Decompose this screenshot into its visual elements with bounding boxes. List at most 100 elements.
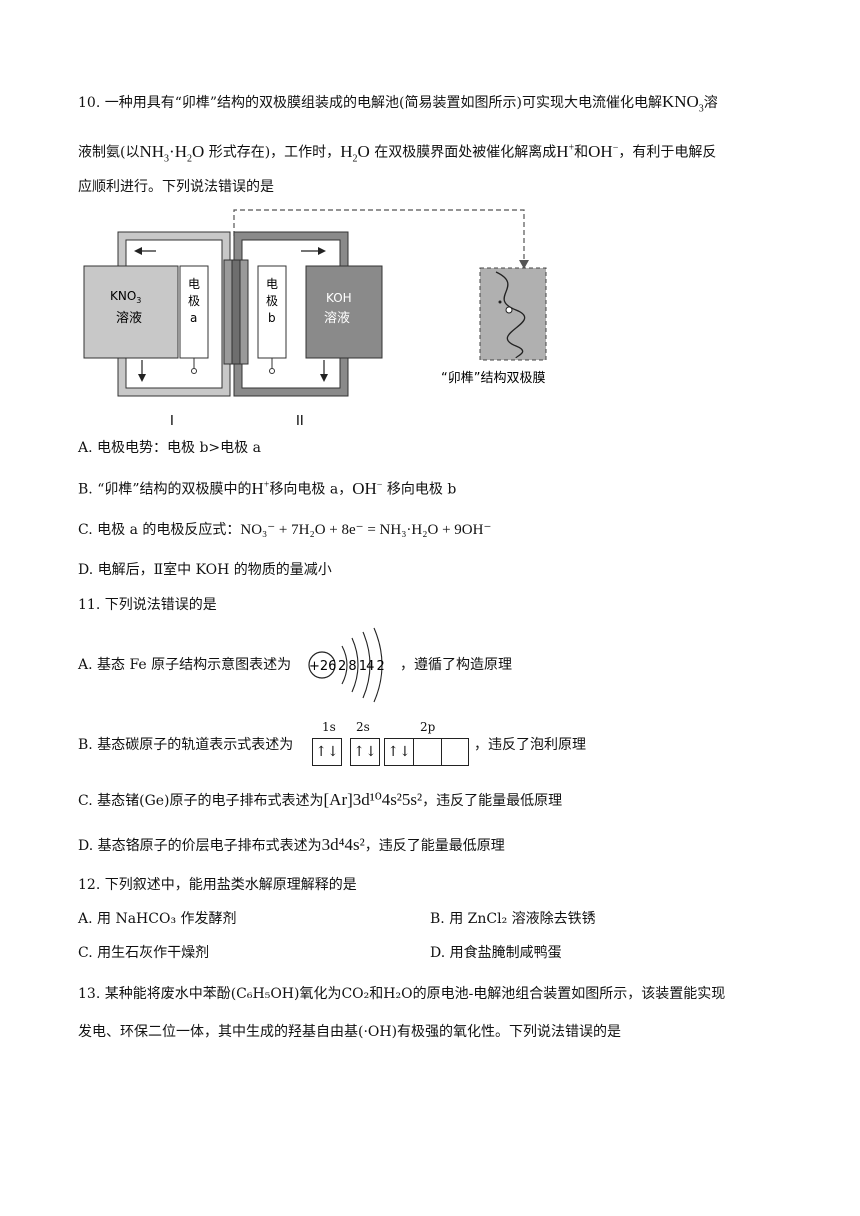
right-solution-label-2: 溶液 [324,311,350,326]
formula-sub: 3 [164,153,170,165]
carbon-orbital-diagram: 1s 2s 2p ↑↓ ↑↓ ↑↓ [312,718,472,768]
q10-text: ，有利于电解反 [618,144,717,161]
option-text: ，违反了能量最低原理 [422,793,563,809]
formula-text: NH [139,141,165,161]
option-text: B. “卯榫”结构的双极膜中的 [78,481,252,498]
formula-text: ·H [169,141,187,161]
electrode-b-label: 电 [266,277,278,291]
formula-sup: + [568,142,575,153]
kno3-solution-tank [83,265,179,359]
formula-sup: + [263,479,270,490]
q10-text: 溶 [703,95,718,111]
q10-option-b: B. “卯榫”结构的双极膜中的H+移向电极 a，OH− 移向电极 b [78,475,456,500]
shell-electrons: 2 8 14 2 [338,659,384,674]
formula-text: H [556,141,569,161]
option-text: ，违反了能量最低原理 [364,838,505,854]
nucleus-circle [308,651,336,679]
q10-option-d: D. 电解后，Ⅱ室中 KOH 的物质的量减小 [78,562,332,578]
option-text: 移向电极 a， [269,481,353,498]
hplus-formula: H+ [252,479,270,498]
ge-electron-configuration: [Ar]3d¹⁰4s²5s² [323,790,423,809]
option-text: A. 基态 Fe 原子结构示意图表述为 [78,657,292,673]
right-solution-label: KOH [326,291,352,305]
q11-option-a: A. 基态 Fe 原子结构示意图表述为 [78,655,291,675]
q10-text: 和 [574,144,589,161]
orbital-box-1s: ↑↓ [312,738,342,766]
orbital-box-2p-1: ↑↓ [384,738,414,766]
hplus-formula: H+ [556,142,574,161]
electrode-a-label: a [190,311,197,325]
reaction-equation: NO₃⁻ + 7H₂O + 8e⁻ = NH₃·H₂O + 9OH⁻ [240,522,492,538]
q10-line2: 液制氨(以NH3·H2O 形式存在)，工作时，H2O 在双极膜界面处被催化解离成… [78,138,716,169]
formula-sup: − [376,479,383,490]
formula-text: O [191,141,205,161]
q13-line2: 发电、环保二位一体，其中生成的羟基自由基(·OH)有极强的氧化性。下列说法错误的… [78,1024,622,1040]
ohminus-formula: OH− [352,479,382,498]
q10-line3: 应顺利进行。下列说法错误的是 [78,179,274,195]
formula-text: OH [588,141,613,161]
koh-solution-tank [305,265,383,359]
tenon-mortise-curve [495,271,526,359]
membrane-layer-3 [239,259,249,365]
orbital-label-1s: 1s [322,720,336,734]
electrode-b-label: b [268,311,276,325]
orbital-box-2p-2 [413,738,442,766]
kno3-formula: KNO3 [661,92,704,115]
room-2-label: II [296,414,304,429]
formula-sup: − [612,142,619,153]
membrane-layer-1 [223,259,233,365]
q13-line1: 13. 某种能将废水中苯酚(C₆H₅OH)氧化为CO₂和H₂O的原电池-电解池组… [78,986,726,1002]
formula-text: O [357,141,370,161]
option-text: 移向电极 b [386,481,457,498]
electrode-a-label: 极 [188,294,200,308]
option-text: C. 电极 a 的电极反应式： [78,522,241,538]
formula-sub: 3 [698,103,704,115]
formula-text: H [251,478,264,498]
electrode-b-label: 极 [266,294,278,308]
q12-option-d: D. 用食盐腌制咸鸭蛋 [430,945,562,961]
orbital-label-2p: 2p [420,720,436,734]
bipolar-membrane-detail [479,267,547,361]
electrode-a-label: 电 [188,277,200,291]
q11-stem: 11. 下列说法错误的是 [78,597,217,613]
q11-option-a-post: ，遵循了构造原理 [400,657,512,673]
option-text: B. 基态碳原子的轨道表示式表述为 [78,737,294,753]
h2o-formula: H2O [340,141,370,165]
electrolysis-cell-figure: KNO3 溶液 电 极 a 电 极 b KOH 溶液 I II “卯榫”结构双极… [83,209,547,429]
q10-option-c: C. 电极 a 的电极反应式：NO₃⁻ + 7H₂O + 8e⁻ = NH₃·H… [78,520,491,540]
q12-option-a: A. 用 NaHCO₃ 作发酵剂 [78,911,237,927]
cr-valence-configuration: 3d⁴4s² [321,835,365,854]
ohminus-formula: OH− [588,142,618,161]
room-2 [233,231,383,397]
q11-option-b-post: ，违反了泡利原理 [474,737,586,753]
q10-text: 在双极膜界面处被催化解离成 [374,144,557,161]
electrode-b-terminal [269,368,275,374]
connector-arrowhead [519,260,529,269]
room-1-label: I [170,414,174,429]
option-text: C. 基态锗(Ge)原子的电子排布式表述为 [78,793,324,809]
orbital-box-2s: ↑↓ [350,738,380,766]
dashed-connector [233,209,525,266]
q11-option-b: B. 基态碳原子的轨道表示式表述为 [78,735,293,755]
orbital-box-2p-3 [442,738,469,766]
formula-sub: 2 [352,153,358,165]
formula-sub: 2 [186,153,192,165]
q11-option-d: D. 基态铬原子的价层电子排布式表述为3d⁴4s²，违反了能量最低原理 [78,835,505,856]
formula-text: KNO [661,92,699,111]
formula-text: H [340,141,353,161]
q12-option-b: B. 用 ZnCl₂ 溶液除去铁锈 [430,911,596,927]
left-solution-label-2: 溶液 [116,311,142,326]
nucleus-charge: +26 [309,659,336,674]
electrode-a [179,265,209,359]
electrode-b [257,265,287,359]
formula-text: OH [352,478,377,498]
membrane-dot [505,306,513,314]
q12-stem: 12. 下列叙述中，能用盐类水解原理解释的是 [78,877,357,893]
nh3h2o-formula: NH3·H2O [139,141,205,165]
room-1 [83,231,231,397]
membrane-caption: “卯榫”结构双极膜 [441,371,545,386]
q10-text: 10. 一种用具有“卯榫”结构的双极膜组装成的电解池(简易装置如图所示)可实现大… [78,95,662,111]
option-text: D. 基态铬原子的价层电子排布式表述为 [78,838,322,854]
electrode-a-terminal [191,368,197,374]
fe-atom-structure-diagram: +26 2 8 14 2 [308,627,385,703]
